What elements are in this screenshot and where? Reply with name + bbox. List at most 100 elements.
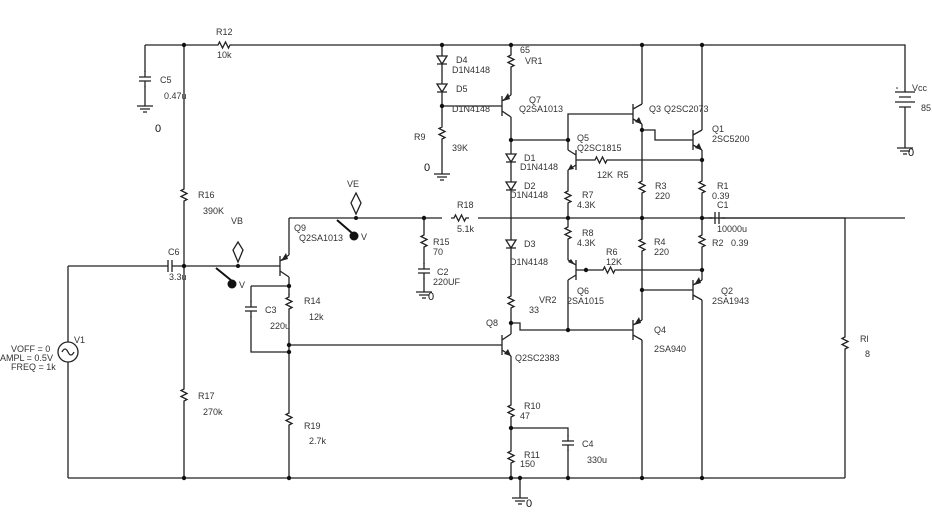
label-probe-ve-unit: V — [361, 232, 367, 242]
label-r8-ref: R8 — [582, 228, 594, 238]
label-r10-ref: R10 — [524, 401, 541, 411]
label-v1-ref: V1 — [74, 335, 85, 345]
resistor-vr2[interactable] — [507, 292, 515, 312]
diode-d4[interactable] — [436, 51, 448, 69]
label-d4-ref: D4 — [456, 55, 468, 65]
label-r1-value: 0.39 — [712, 191, 730, 201]
label-rl-ref: Rl — [860, 334, 869, 344]
junctions — [181, 42, 705, 481]
resistor-r12[interactable] — [214, 41, 234, 49]
capacitor-c4[interactable] — [561, 434, 575, 452]
resistor-r19[interactable] — [285, 409, 293, 429]
resistor-r15[interactable] — [420, 231, 428, 251]
label-ground-c2: 0 — [428, 291, 434, 303]
resistor-r14[interactable] — [285, 293, 293, 313]
label-ground-r9: 0 — [424, 162, 430, 174]
label-vr1-ref: VR1 — [525, 56, 543, 66]
label-r2-ref: R2 — [712, 238, 724, 248]
battery-vcc[interactable] — [895, 85, 915, 110]
transistor-q9[interactable] — [276, 253, 290, 278]
ac-source-v1[interactable] — [57, 341, 79, 363]
probe-ve[interactable] — [336, 191, 362, 241]
label-r3-value: 220 — [655, 191, 670, 201]
transistor-q7[interactable] — [500, 93, 512, 118]
resistor-r2[interactable] — [698, 231, 706, 251]
label-q8-model: Q2SC2383 — [515, 353, 560, 363]
resistor-rl[interactable] — [841, 333, 849, 353]
transistor-q8[interactable] — [498, 333, 512, 357]
label-q5-ref: Q5 — [577, 133, 589, 143]
resistor-r3[interactable] — [638, 177, 646, 197]
label-r17-ref: R17 — [198, 391, 215, 401]
label-vcc-ref: Vcc — [912, 83, 928, 93]
label-c4-ref: C4 — [582, 439, 594, 449]
label-r2-value: 0.39 — [731, 238, 749, 248]
label-r14-ref: R14 — [304, 296, 321, 306]
label-r11-value: 150 — [520, 459, 535, 469]
label-q4-model: 2SA940 — [654, 344, 686, 354]
transistor-q1[interactable] — [690, 129, 703, 151]
label-q1-model: 2SC5200 — [712, 134, 750, 144]
label-r15-ref: R15 — [433, 237, 450, 247]
resistor-r10[interactable] — [507, 401, 515, 421]
diode-d1[interactable] — [505, 149, 517, 167]
label-vcc-value: 85 — [921, 103, 931, 113]
transistor-q2[interactable] — [690, 277, 703, 301]
label-d3-ref: D3 — [524, 239, 536, 249]
capacitor-c3[interactable] — [244, 300, 258, 318]
label-q1-ref: Q1 — [712, 124, 724, 134]
transistor-q3[interactable] — [630, 103, 643, 125]
label-c6-value: 3.3u — [169, 272, 187, 282]
label-c3-value: 220u — [270, 321, 290, 331]
label-probe-ve: VE — [347, 179, 359, 189]
resistor-r9[interactable] — [438, 123, 446, 143]
label-q9-ref: Q9 — [294, 223, 306, 233]
label-v1-ampl: AMPL = 0.5V — [0, 353, 53, 363]
label-r6-ref: R6 — [606, 247, 618, 257]
label-q8-ref: Q8 — [486, 318, 498, 328]
label-c5-value: 0.47u — [164, 91, 187, 101]
label-r7-value: 4.3K — [577, 200, 596, 210]
label-c4-value: 330u — [587, 455, 607, 465]
resistor-r1[interactable] — [698, 177, 706, 197]
transistor-q4[interactable] — [632, 317, 643, 341]
resistor-r5[interactable] — [591, 156, 611, 164]
resistor-vr1[interactable] — [507, 51, 515, 71]
label-c2-value: 220UF — [433, 277, 461, 287]
label-r9-ref: R9 — [414, 132, 426, 142]
label-c2-ref: C2 — [437, 267, 449, 277]
diode-d3[interactable] — [505, 235, 517, 253]
capacitor-c2[interactable] — [417, 262, 431, 280]
label-r19-value: 2.7k — [309, 436, 327, 446]
label-r4-ref: R4 — [654, 237, 666, 247]
diode-d5[interactable] — [436, 79, 448, 97]
resistor-r6[interactable] — [599, 266, 619, 274]
capacitor-c5[interactable] — [138, 70, 152, 88]
transistor-q5[interactable] — [567, 149, 577, 171]
ground-icon — [433, 167, 451, 181]
probe-vb[interactable] — [215, 240, 244, 289]
resistor-r7[interactable] — [564, 187, 572, 207]
label-q2-ref: Q2 — [721, 286, 733, 296]
label-r19-ref: R19 — [304, 421, 321, 431]
label-q7-ref: Q7 — [529, 95, 541, 105]
label-r11-ref: R11 — [524, 450, 540, 460]
resistor-r4[interactable] — [638, 235, 646, 255]
transistor-q6[interactable] — [567, 259, 577, 281]
label-r14-value: 12k — [309, 312, 324, 322]
resistor-r8[interactable] — [564, 223, 572, 243]
resistor-r11[interactable] — [507, 447, 515, 467]
label-r5-value: 12K — [597, 170, 613, 180]
ground-icon — [136, 99, 154, 113]
label-c5-ref: C5 — [160, 75, 172, 85]
label-vr1-value: 65 — [520, 45, 530, 55]
capacitor-c6[interactable] — [161, 259, 179, 273]
label-d1-model: D1N4148 — [520, 162, 558, 172]
label-probe-vb-unit: V — [239, 280, 245, 290]
label-v1-freq: FREQ = 1k — [11, 362, 56, 372]
label-r7-ref: R7 — [582, 190, 594, 200]
resistor-r17[interactable] — [180, 385, 188, 405]
resistor-r18[interactable] — [450, 214, 470, 222]
resistor-r16[interactable] — [180, 185, 188, 205]
label-c1-ref: C1 — [717, 200, 729, 210]
